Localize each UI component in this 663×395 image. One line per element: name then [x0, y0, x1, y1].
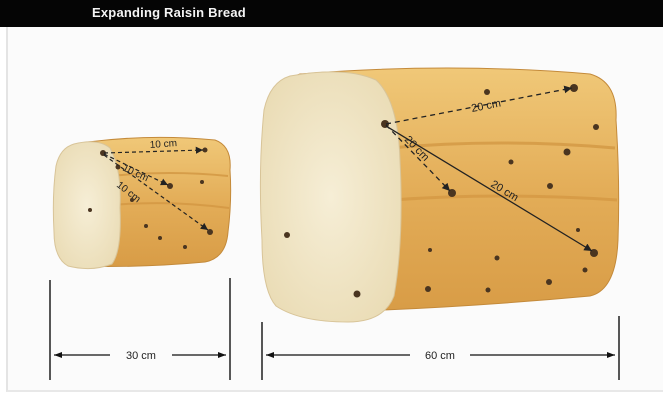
large-loaf-crumb-face	[260, 72, 401, 322]
raisin	[167, 183, 173, 189]
small-loaf-crumb-face	[53, 142, 120, 269]
raisin	[576, 228, 580, 232]
raisin	[570, 84, 578, 92]
raisin	[486, 288, 491, 293]
raisin	[547, 183, 553, 189]
raisin	[158, 236, 162, 240]
large-loaf: 20 cm 20 cm 20 cm	[260, 68, 618, 322]
raisin	[203, 148, 208, 153]
raisin	[284, 232, 290, 238]
small-distance-label: 10 cm	[149, 138, 177, 151]
raisin	[564, 149, 571, 156]
raisin	[428, 248, 432, 252]
raisin	[354, 291, 361, 298]
raisin	[546, 279, 552, 285]
raisin	[88, 208, 92, 212]
small-loaf: 10 cm 10 cm 10 cm	[53, 137, 230, 268]
raisin	[200, 180, 204, 184]
raisin	[425, 286, 431, 292]
raisin	[144, 224, 148, 228]
raisin	[509, 160, 514, 165]
raisin	[183, 245, 187, 249]
raisin	[484, 89, 490, 95]
large-width-label: 60 cm	[425, 350, 455, 362]
small-width-label: 30 cm	[126, 350, 156, 362]
small-dimension: 30 cm	[50, 278, 230, 380]
large-dimension: 60 cm	[262, 316, 619, 380]
raisin	[495, 256, 500, 261]
raisin	[583, 268, 588, 273]
raisin	[593, 124, 599, 130]
